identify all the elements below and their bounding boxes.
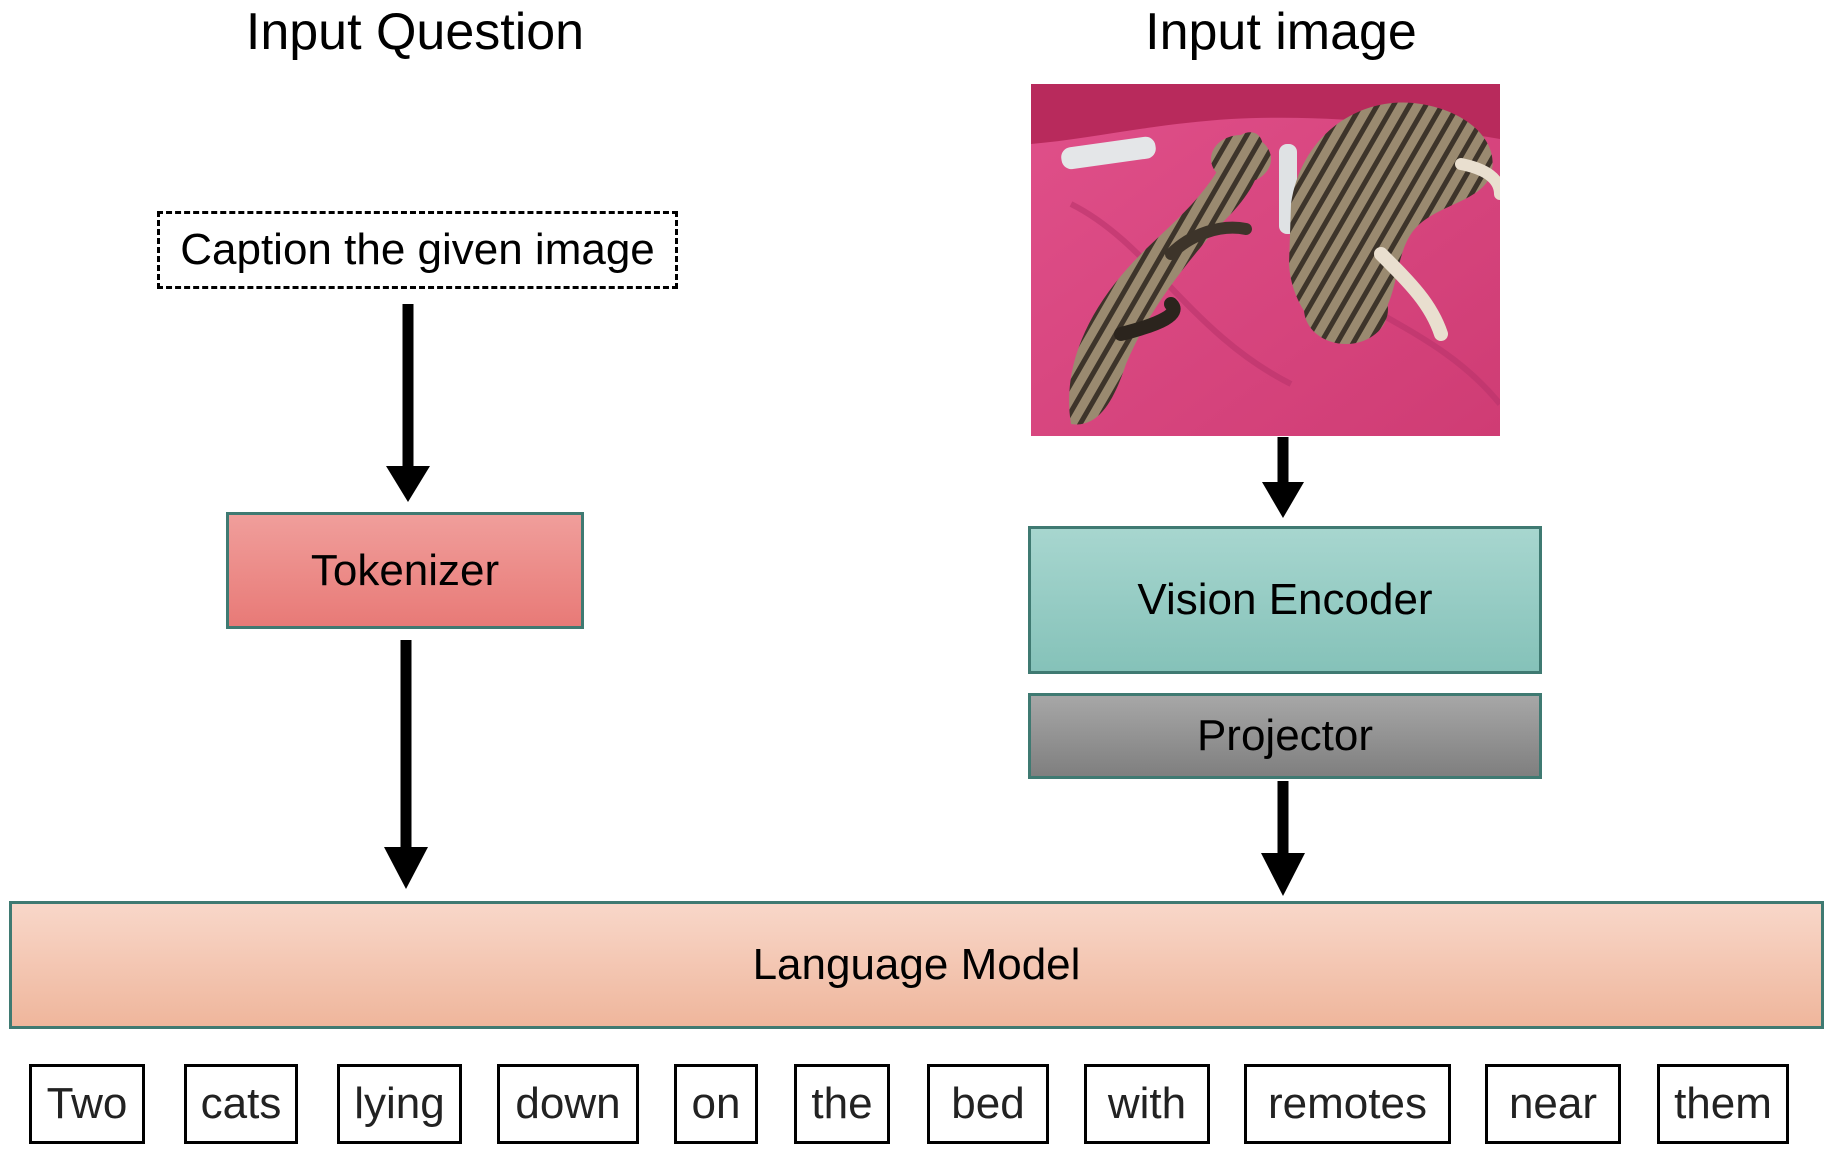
output-token: near bbox=[1485, 1064, 1621, 1144]
output-token: remotes bbox=[1244, 1064, 1451, 1144]
arrowhead-tokenizer bbox=[386, 466, 430, 502]
input-question-box: Caption the given image bbox=[157, 211, 678, 289]
arrowhead-vision-encoder bbox=[1262, 482, 1304, 518]
left-cat bbox=[1069, 132, 1271, 425]
vision-encoder-label: Vision Encoder bbox=[1137, 575, 1433, 624]
tokenizer-label: Tokenizer bbox=[310, 545, 500, 595]
output-token: lying bbox=[337, 1064, 462, 1144]
output-token: them bbox=[1657, 1064, 1789, 1144]
projector-label: Projector bbox=[1196, 711, 1374, 760]
input-question-heading: Input Question bbox=[245, 3, 585, 61]
output-token: on bbox=[674, 1064, 758, 1144]
output-token: Two bbox=[29, 1064, 145, 1144]
output-token: cats bbox=[184, 1064, 298, 1144]
input-image-heading: Input image bbox=[1145, 3, 1417, 61]
arrowhead-language-model-right bbox=[1261, 853, 1305, 896]
cats-photo-icon bbox=[1031, 84, 1500, 436]
right-cat bbox=[1289, 102, 1500, 344]
input-question-text: Caption the given image bbox=[180, 225, 655, 274]
projector-block: Projector bbox=[1028, 693, 1542, 779]
vision-encoder-block: Vision Encoder bbox=[1028, 526, 1542, 674]
language-model-block: Language Model bbox=[9, 901, 1824, 1029]
tokenizer-block: Tokenizer bbox=[226, 512, 584, 629]
input-image-photo bbox=[1031, 84, 1500, 436]
output-token: bed bbox=[927, 1064, 1049, 1144]
output-token: with bbox=[1084, 1064, 1210, 1144]
remote-left bbox=[1061, 136, 1156, 170]
output-token: the bbox=[794, 1064, 890, 1144]
language-model-label: Language Model bbox=[752, 940, 1081, 989]
output-token: down bbox=[497, 1064, 639, 1144]
arrowhead-language-model-left bbox=[384, 847, 428, 889]
